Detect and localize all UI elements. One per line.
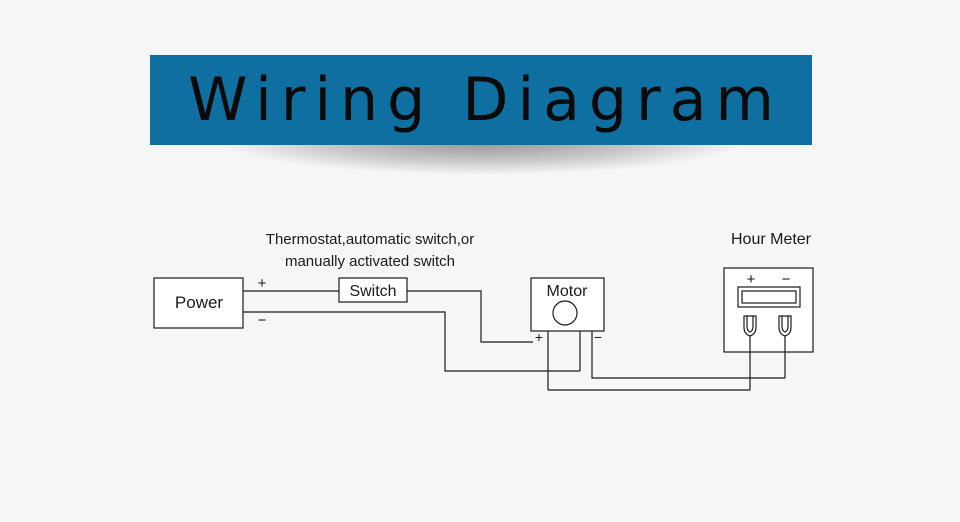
hour-meter-box xyxy=(723,267,814,353)
wire-power-minus-to-motor xyxy=(243,311,580,372)
switch-caption-line1: Thermostat,automatic switch,or xyxy=(266,231,474,248)
motor-minus-sign: − xyxy=(594,329,602,345)
hour-meter-display-inner xyxy=(741,290,797,304)
motor-rotor-icon xyxy=(552,300,578,326)
power-label: Power xyxy=(175,293,224,312)
meter-terminal-right-icon xyxy=(778,315,792,337)
switch-label: Switch xyxy=(349,283,396,300)
banner-shadow xyxy=(222,140,742,174)
motor-plus-sign: + xyxy=(535,329,543,345)
wire-switch-to-motor xyxy=(407,290,533,343)
page-title: Wiring Diagram xyxy=(188,65,783,135)
meter-terminal-left-icon xyxy=(743,315,757,337)
meter-terminal-left-inner xyxy=(746,316,754,333)
meter-minus-sign: − xyxy=(782,271,791,288)
meter-plus-sign: + xyxy=(747,271,756,288)
hour-meter-display-outer xyxy=(737,286,801,308)
switch-box xyxy=(338,277,408,303)
title-banner: Wiring Diagram xyxy=(150,55,812,145)
meter-terminal-right-inner xyxy=(781,316,789,333)
hour-meter-caption: Hour Meter xyxy=(731,231,812,248)
wire-motor-minus-to-meter xyxy=(591,331,785,379)
motor-label: Motor xyxy=(547,283,589,300)
switch-caption-line2: manually activated switch xyxy=(285,253,455,270)
power-minus-sign: − xyxy=(258,312,267,329)
power-box xyxy=(153,277,244,329)
power-plus-sign: + xyxy=(258,275,267,292)
